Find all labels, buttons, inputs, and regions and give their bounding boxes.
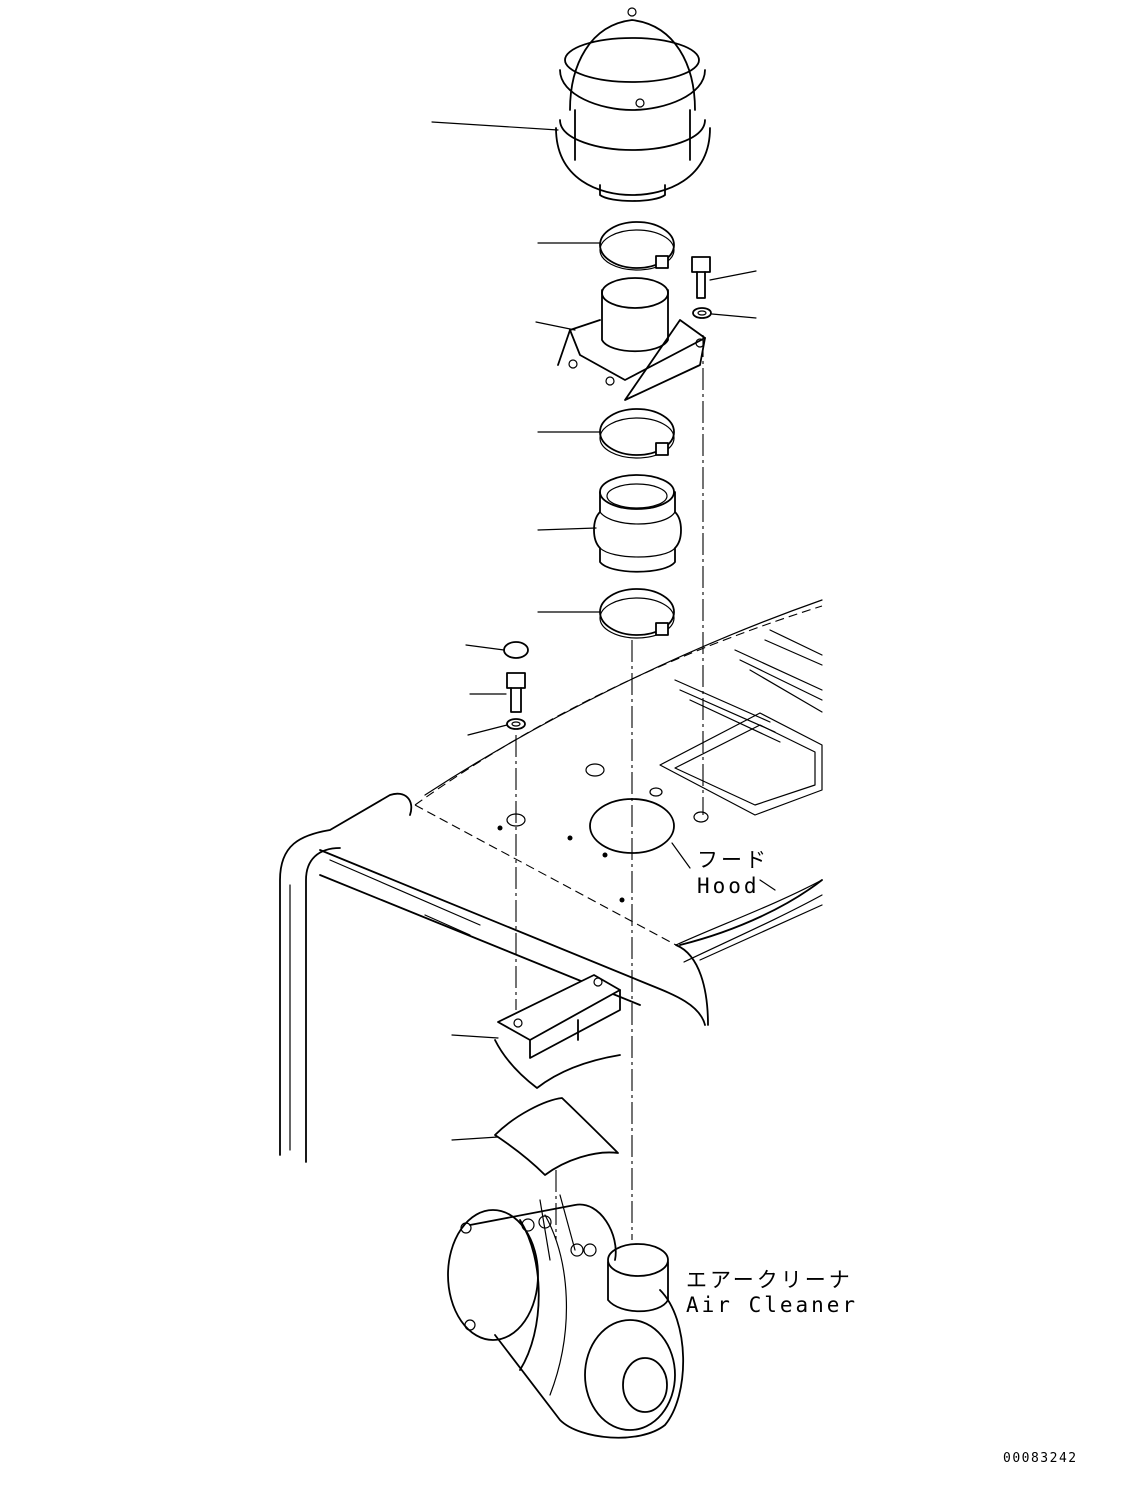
hose-clamp [599, 588, 675, 639]
leader-line [535, 321, 576, 331]
callout-leaders [431, 121, 776, 1141]
air-cleaner-label-en: Air Cleaner [686, 1293, 858, 1317]
rubber-pad [494, 1097, 619, 1176]
hood-label-jp: フード [697, 848, 769, 872]
support-bracket [494, 974, 621, 1089]
mounting-bracket [557, 277, 706, 401]
leader-line [451, 1136, 499, 1141]
assembly-center-lines [515, 335, 704, 1240]
rubber-hose [593, 474, 682, 573]
leader-line [711, 313, 757, 319]
leader-line [709, 270, 757, 281]
hose-clamp [599, 408, 675, 459]
hood-louvres [674, 629, 823, 743]
leader-line [759, 879, 776, 891]
precleaner-cap [555, 7, 711, 202]
air-cleaner-label-jp: エアークリーナ [686, 1268, 853, 1292]
leader-line [671, 842, 691, 869]
leader-line [431, 121, 559, 131]
hood-label-en: Hood [697, 874, 760, 898]
drawing-number: 00083242 [1003, 1451, 1078, 1466]
leader-line [537, 527, 597, 531]
hood-body [279, 599, 823, 1163]
hood-hole [585, 763, 605, 777]
cap-bolt-washer-left [503, 641, 529, 730]
bolt-and-washer-right [691, 256, 712, 319]
hood-hole [649, 787, 663, 797]
air-cleaner [447, 1194, 685, 1439]
leader-line [451, 1034, 499, 1039]
hood-access-panel [659, 712, 823, 816]
hose-clamp [599, 221, 675, 271]
hood-hole [693, 811, 709, 823]
leader-line [467, 724, 508, 736]
leader-line [465, 644, 505, 651]
